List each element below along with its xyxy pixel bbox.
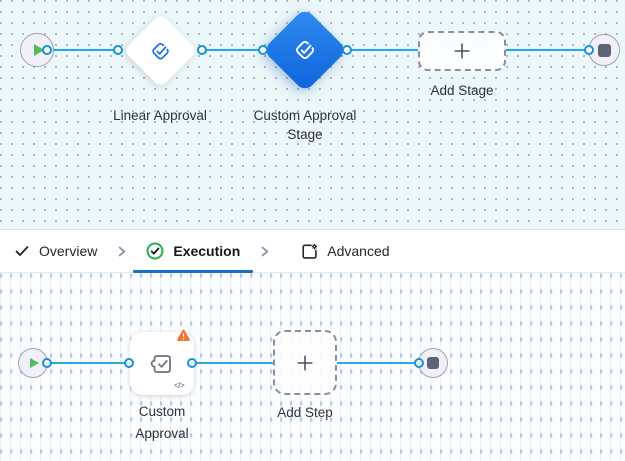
play-icon — [33, 44, 44, 56]
connector-port[interactable] — [258, 45, 268, 55]
check-circle-icon — [146, 242, 164, 260]
edge — [42, 48, 120, 52]
connector-port[interactable] — [42, 45, 52, 55]
stage-node-linear-approval[interactable] — [122, 12, 198, 88]
connector-port[interactable] — [584, 45, 594, 55]
step-node-custom-approval[interactable]: </> — [130, 329, 194, 395]
tab-label: Overview — [39, 243, 98, 259]
add-stage-label: Add Stage — [430, 83, 494, 98]
tab-label: Execution — [173, 243, 241, 259]
connector-port[interactable] — [42, 358, 52, 368]
connector-port[interactable] — [197, 45, 207, 55]
stage-canvas[interactable]: Linear Approval Custom Approval Stage Ad… — [0, 0, 625, 229]
start-node[interactable] — [20, 33, 54, 67]
edge — [200, 48, 265, 52]
connector-port[interactable] — [187, 358, 197, 368]
chevron-right-icon — [257, 244, 272, 259]
end-node[interactable] — [588, 34, 620, 66]
stop-icon — [597, 43, 611, 57]
connector-port[interactable] — [113, 45, 123, 55]
edge — [505, 48, 590, 52]
task-check-icon — [150, 354, 171, 373]
active-tab-underline — [133, 270, 254, 273]
approval-check-icon — [149, 39, 171, 61]
tab-label: Advanced — [327, 243, 390, 259]
approval-check-icon — [293, 38, 317, 62]
stage-node-custom-approval-stage[interactable] — [262, 7, 348, 93]
check-icon — [15, 246, 29, 256]
stage-label-linear-approval: Linear Approval — [113, 108, 207, 123]
chevron-right-icon — [114, 244, 129, 259]
add-step-button[interactable] — [273, 330, 337, 395]
tab-execution[interactable]: Execution — [133, 230, 254, 273]
stop-icon — [427, 357, 439, 369]
tab-overview[interactable]: Overview — [1, 230, 110, 272]
stage-label-custom-approval-stage: Custom Approval Stage — [253, 108, 357, 142]
page-gear-icon — [302, 243, 318, 259]
plus-icon — [297, 354, 313, 371]
play-icon — [30, 358, 39, 368]
warning-icon — [176, 329, 191, 348]
code-icon: </> — [174, 381, 185, 390]
tab-advanced[interactable]: Advanced — [288, 230, 402, 272]
edge — [345, 48, 420, 52]
add-stage-button[interactable] — [418, 31, 506, 71]
add-step-label: Add Step — [277, 405, 333, 420]
step-label-custom-approval: Custom Approval — [135, 404, 189, 441]
edge — [190, 361, 275, 365]
plus-icon — [454, 43, 470, 59]
connector-port[interactable] — [414, 358, 424, 368]
step-canvas[interactable]: </> Custom Approval Add Step — [0, 273, 625, 461]
stage-tab-bar: Overview Execution Advanced — [0, 229, 625, 273]
edge — [44, 361, 131, 365]
connector-port[interactable] — [342, 45, 352, 55]
edge — [335, 361, 420, 365]
connector-port[interactable] — [124, 358, 134, 368]
